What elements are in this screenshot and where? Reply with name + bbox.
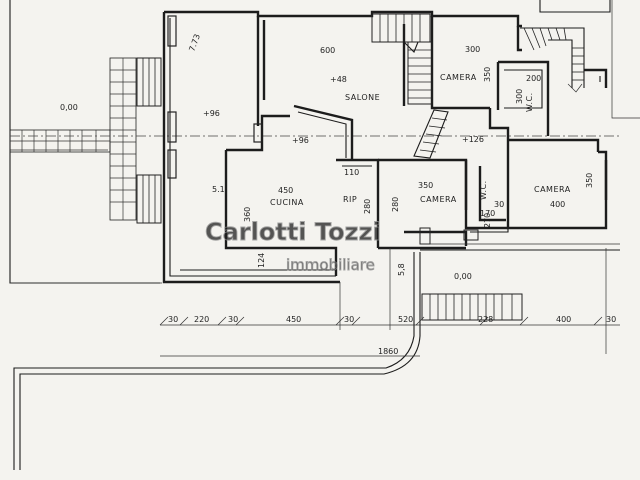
room-label-camera-top: CAMERA — [440, 73, 477, 82]
entrance-steps-bottom — [136, 174, 162, 224]
room-label-camera-middle: CAMERA — [420, 195, 457, 204]
dim-camera-right-small: 30 — [494, 200, 504, 209]
dimension-ticks — [159, 316, 603, 357]
dim-camera-right-width: 400 — [550, 200, 565, 209]
level-entry: +96 — [203, 109, 220, 118]
paving-vertical — [109, 57, 137, 221]
dim-camera-top-depth: 350 — [483, 67, 492, 82]
dim-total: 1860 — [378, 347, 398, 356]
dim-corridor-depth: 280 — [391, 197, 400, 212]
dim-wc-bottom-depth: 270 — [483, 213, 492, 228]
external-staircase — [520, 0, 640, 119]
dim-chain-segment: 450 — [286, 315, 301, 324]
dim-rip-depth: 280 — [363, 199, 372, 214]
level-landing: +126 — [462, 135, 484, 144]
dim-chain-segment: 520 — [398, 315, 413, 324]
main-staircase — [371, 13, 433, 105]
lot-boundary — [13, 243, 620, 470]
dimension-chain: 30 220 30 450 30 520 228 400 30 — [168, 315, 616, 324]
watermark-logo: Carlotti Tozzi — [205, 218, 381, 246]
dim-chain-segment: 30 — [606, 315, 616, 324]
level-salone: +48 — [330, 75, 347, 84]
dim-chain-segment: 228 — [478, 315, 493, 324]
level-kitchen: +96 — [292, 136, 309, 145]
dim-rip-width: 110 — [344, 168, 359, 177]
dim-camera-top-width: 300 — [465, 45, 480, 54]
garden-steps-right — [421, 293, 523, 321]
dim-chain-segment: 30 — [168, 315, 178, 324]
dim-wc-top-width: 200 — [526, 74, 541, 83]
dim-veranda: 5,8 — [397, 263, 406, 276]
dim-cucina-width: 450 — [278, 186, 293, 195]
dim-wc-top-depth: 300 — [515, 89, 524, 104]
dim-salone-width: 600 — [320, 46, 335, 55]
level-outside-left: 0,00 — [60, 103, 78, 112]
dim-chain-segment: 400 — [556, 315, 571, 324]
dim-chain-segment: 30 — [228, 315, 238, 324]
room-label-wc-top: W.C. — [525, 92, 534, 112]
dim-cucina-depth: 360 — [243, 207, 252, 222]
entrance-steps-top — [136, 57, 162, 107]
dim-side-strip: 124 — [257, 253, 266, 268]
room-label-camera-right: CAMERA — [534, 185, 571, 194]
room-label-cucina: CUCINA — [270, 198, 304, 207]
garden-area — [9, 0, 620, 284]
watermark-subtitle: immobiliare — [286, 256, 375, 274]
dim-wc-bottom-width: 170 — [480, 209, 495, 218]
room-label-rip: RIP — [343, 195, 357, 204]
room-label-wc-bottom: W.C. — [479, 180, 488, 200]
dim-camera-mid-width: 350 — [418, 181, 433, 190]
room-label-salone: SALONE — [345, 93, 380, 102]
dim-camera-right-depth: 350 — [585, 173, 594, 188]
inner-staircase — [413, 109, 449, 159]
dim-chain-segment: 220 — [194, 315, 209, 324]
note-garden: 5.1 — [212, 185, 225, 194]
dim-chain-segment: 30 — [344, 315, 354, 324]
level-outside-right: 0,00 — [454, 272, 472, 281]
